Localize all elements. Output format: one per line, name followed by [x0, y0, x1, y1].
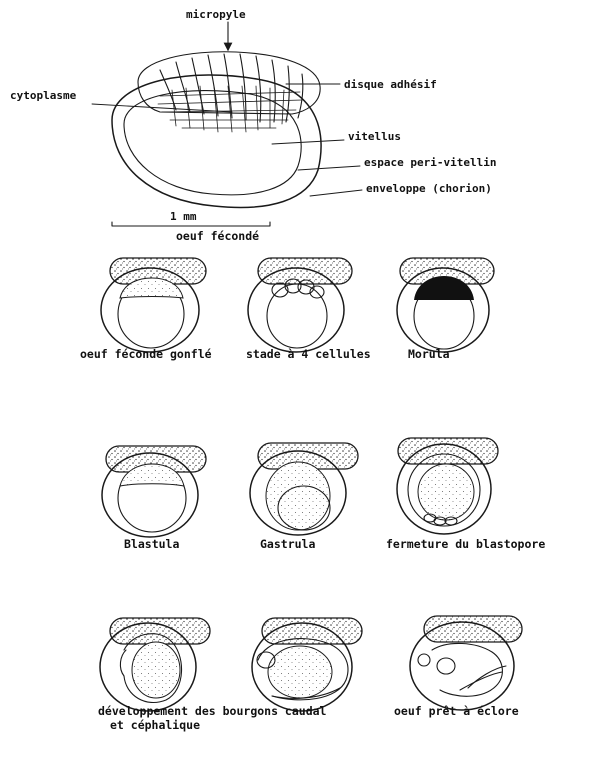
chorion — [249, 450, 347, 536]
stage-caption: Blastula — [124, 537, 179, 551]
chorion-outline — [111, 74, 322, 209]
vitellus-outline — [123, 89, 302, 196]
adhesive-pad — [423, 615, 523, 643]
somites — [423, 513, 458, 526]
stage-7-bud-development — [99, 617, 211, 712]
cytoplasm-hatching — [157, 85, 303, 133]
enveloppe-label: enveloppe (chorion) — [366, 182, 492, 195]
stage-caption: et céphalique — [110, 718, 200, 732]
yolk — [267, 645, 333, 699]
scale-label: 1 mm — [170, 210, 197, 223]
adhesive-pad — [261, 617, 363, 645]
stage-caption: Morula — [408, 347, 450, 361]
espace-label: espace peri-vitellin — [364, 156, 496, 169]
stage-2-four-cell — [247, 257, 353, 353]
main-egg: micropyle cytoplasme disque adhésif vite… — [10, 8, 496, 243]
stage-caption: fermeture du blastopore — [386, 537, 545, 551]
blastodisc — [119, 277, 184, 299]
scale-bar — [111, 221, 271, 227]
yolk — [266, 283, 328, 349]
espace-leader — [297, 165, 361, 171]
chorion — [247, 267, 345, 353]
enveloppe-leader — [309, 189, 363, 197]
stage-caption: développement des bourgons caudal — [98, 704, 327, 718]
cytoplasme-leader — [91, 103, 233, 113]
chorion — [100, 267, 200, 353]
tail — [467, 665, 507, 689]
tail-bud — [119, 649, 127, 677]
stage-5-gastrula — [249, 442, 359, 536]
yolk-plug — [277, 485, 331, 531]
blastoderm — [119, 463, 185, 487]
chorion — [101, 452, 199, 538]
micropyle-label: micropyle — [186, 8, 246, 21]
adhesive-pad — [397, 437, 499, 465]
chorion — [409, 621, 515, 711]
cytoplasme-label: cytoplasme — [10, 89, 77, 102]
stage-3-morula — [396, 257, 495, 353]
eye — [256, 651, 276, 669]
stage-9-ready-to-hatch — [409, 615, 523, 711]
stage-caption: Gastrula — [260, 537, 315, 551]
embryo-body — [257, 638, 349, 701]
disque-label: disque adhésif — [344, 78, 437, 91]
cell-cap — [414, 276, 474, 300]
vitellus-label: vitellus — [348, 130, 401, 143]
main-caption: oeuf fécondé — [176, 229, 259, 243]
embryo-body — [431, 642, 503, 697]
tail-fin — [459, 671, 503, 691]
stage-1-swollen-egg — [100, 257, 207, 353]
embryo-ring — [407, 453, 481, 527]
blastomeres — [271, 278, 325, 299]
stage-8-late-embryo — [251, 617, 363, 712]
adhesive-pad — [109, 617, 211, 645]
embryo-body — [123, 633, 183, 704]
chorion — [396, 443, 492, 535]
stage-caption: oeuf féconde gonflé — [80, 347, 212, 361]
tail — [271, 687, 341, 699]
head — [417, 653, 431, 667]
chorion — [396, 267, 490, 353]
adhesive-pad — [257, 257, 353, 285]
chorion — [99, 622, 197, 712]
stage-caption: stade à 4 cellules — [246, 347, 371, 361]
blastoderm — [265, 461, 331, 531]
yolk — [417, 463, 475, 521]
stage-4-blastula — [101, 445, 207, 538]
vitellus-leader — [271, 139, 345, 145]
eye — [436, 657, 456, 675]
chorion — [251, 622, 353, 712]
stage-6-blastopore-closure — [396, 437, 499, 535]
stage-caption: oeuf prêt à éclore — [394, 704, 519, 718]
disc-ribs — [159, 53, 304, 123]
yolk — [131, 641, 181, 699]
adhesive-disc — [137, 51, 321, 115]
